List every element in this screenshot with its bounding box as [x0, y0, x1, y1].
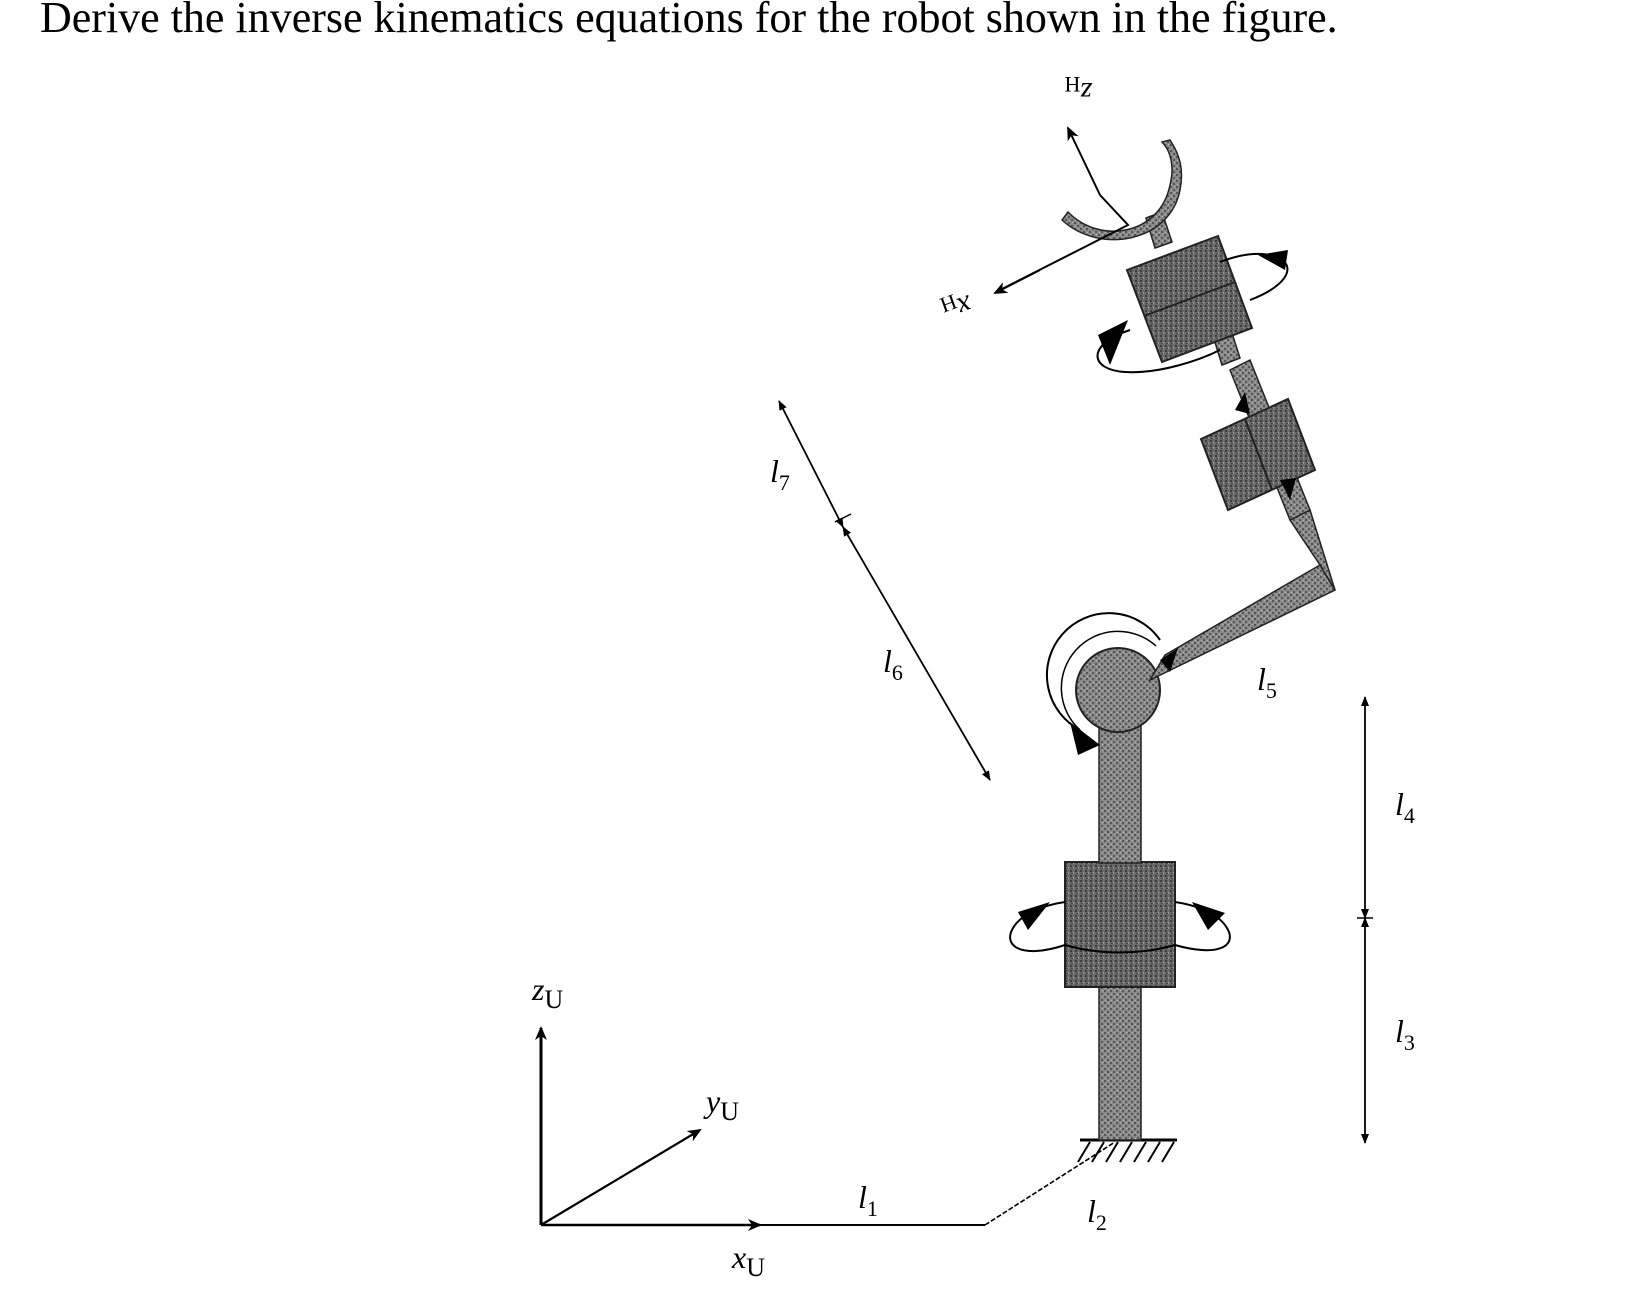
- l3-label: l3: [1395, 1013, 1415, 1055]
- ground-hatch: [1077, 1138, 1177, 1163]
- waist-block: [1064, 861, 1176, 988]
- z-u-label: zU: [531, 971, 563, 1014]
- x-u-label: xU: [731, 1239, 765, 1282]
- l7-label: l7: [770, 453, 790, 495]
- wrist-pitch-split: [1244, 418, 1273, 491]
- upper-arm-link: [1148, 563, 1337, 682]
- base-offset: [760, 1141, 1116, 1226]
- wrist-pitch-arrow-down: [1280, 478, 1296, 500]
- waist-rotation-arrow: [1009, 901, 1231, 954]
- upper-column: [1098, 724, 1142, 864]
- x-h-axis: [993, 269, 1041, 294]
- z-h-axis: [1067, 126, 1101, 196]
- wrist-roll-rotation-arrow: [1096, 250, 1289, 374]
- l6-l7-dimension: [778, 400, 991, 781]
- y-u-label: yU: [703, 1083, 739, 1126]
- hand-frame: [993, 126, 1130, 294]
- l2-label: l2: [1087, 1193, 1107, 1235]
- l2-segment: [984, 1141, 1116, 1226]
- wrist-roll-split: [1143, 281, 1236, 317]
- l4-label: l4: [1395, 786, 1415, 828]
- universe-frame: [535, 1026, 762, 1231]
- shoulder-arrow: [1160, 648, 1178, 672]
- z-h-label: zH: [1064, 72, 1093, 109]
- y-u-axis: [540, 1128, 702, 1226]
- l3-l4-dimension: [1357, 696, 1373, 1144]
- l5-label: l5: [1257, 661, 1277, 703]
- l6-label: l6: [883, 643, 903, 685]
- question-text: Derive the inverse kinematics equations …: [40, 0, 1338, 42]
- l1-label: l1: [858, 1179, 878, 1221]
- base-column: [1098, 984, 1142, 1141]
- x-h-label: xH: [937, 284, 978, 329]
- wrist-pitch-arrow-up: [1235, 392, 1250, 414]
- gripper: [1060, 139, 1183, 241]
- shoulder-joint: [1046, 612, 1161, 755]
